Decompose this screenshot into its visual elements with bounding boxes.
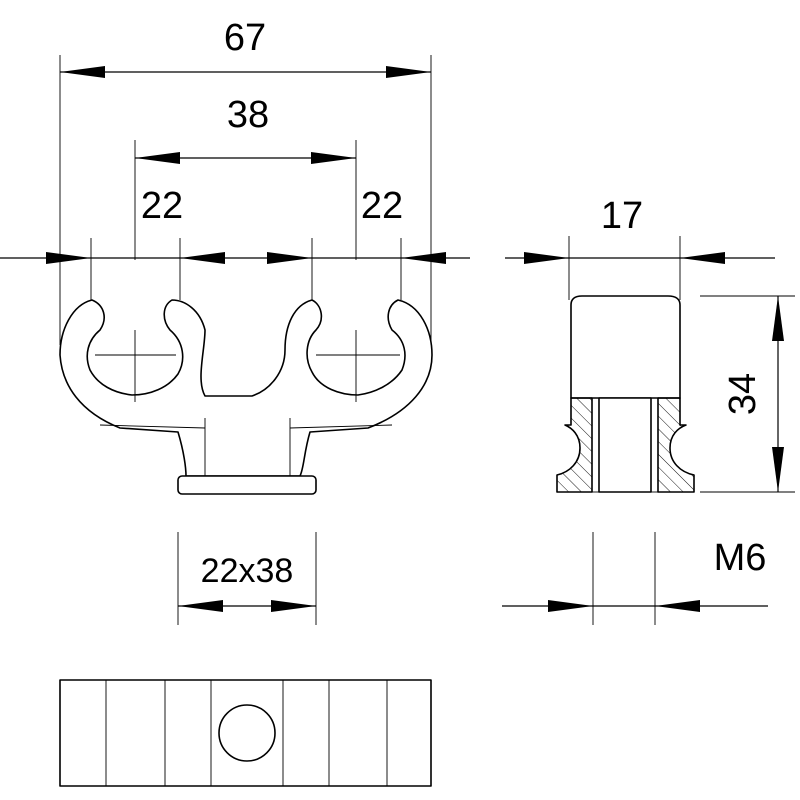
top-view <box>59 679 432 787</box>
dim-center-spacing: 38 <box>227 94 269 136</box>
dim-overall-width: 67 <box>224 17 266 59</box>
base-dimension: 22x38 <box>177 532 317 625</box>
side-view: 17 34 <box>505 195 795 493</box>
dim-depth: 17 <box>601 195 643 237</box>
dim-height: 34 <box>722 373 764 415</box>
top-hole <box>218 704 276 762</box>
clip-body <box>59 299 433 477</box>
extension-lines <box>59 55 432 345</box>
side-cap <box>570 295 681 399</box>
side-section-right <box>657 397 695 493</box>
dim-thread: M6 <box>714 537 767 579</box>
center-marks <box>95 330 400 402</box>
dim-right-tube: 22 <box>361 185 403 227</box>
side-section-left <box>556 397 593 493</box>
dim-base-size: 22x38 <box>201 552 294 590</box>
dim-left-tube: 22 <box>141 185 183 227</box>
front-view: 67 38 22 22 <box>0 17 470 495</box>
thread-dimension: M6 <box>502 532 768 625</box>
base-plate <box>177 475 317 495</box>
side-bore <box>598 397 652 493</box>
